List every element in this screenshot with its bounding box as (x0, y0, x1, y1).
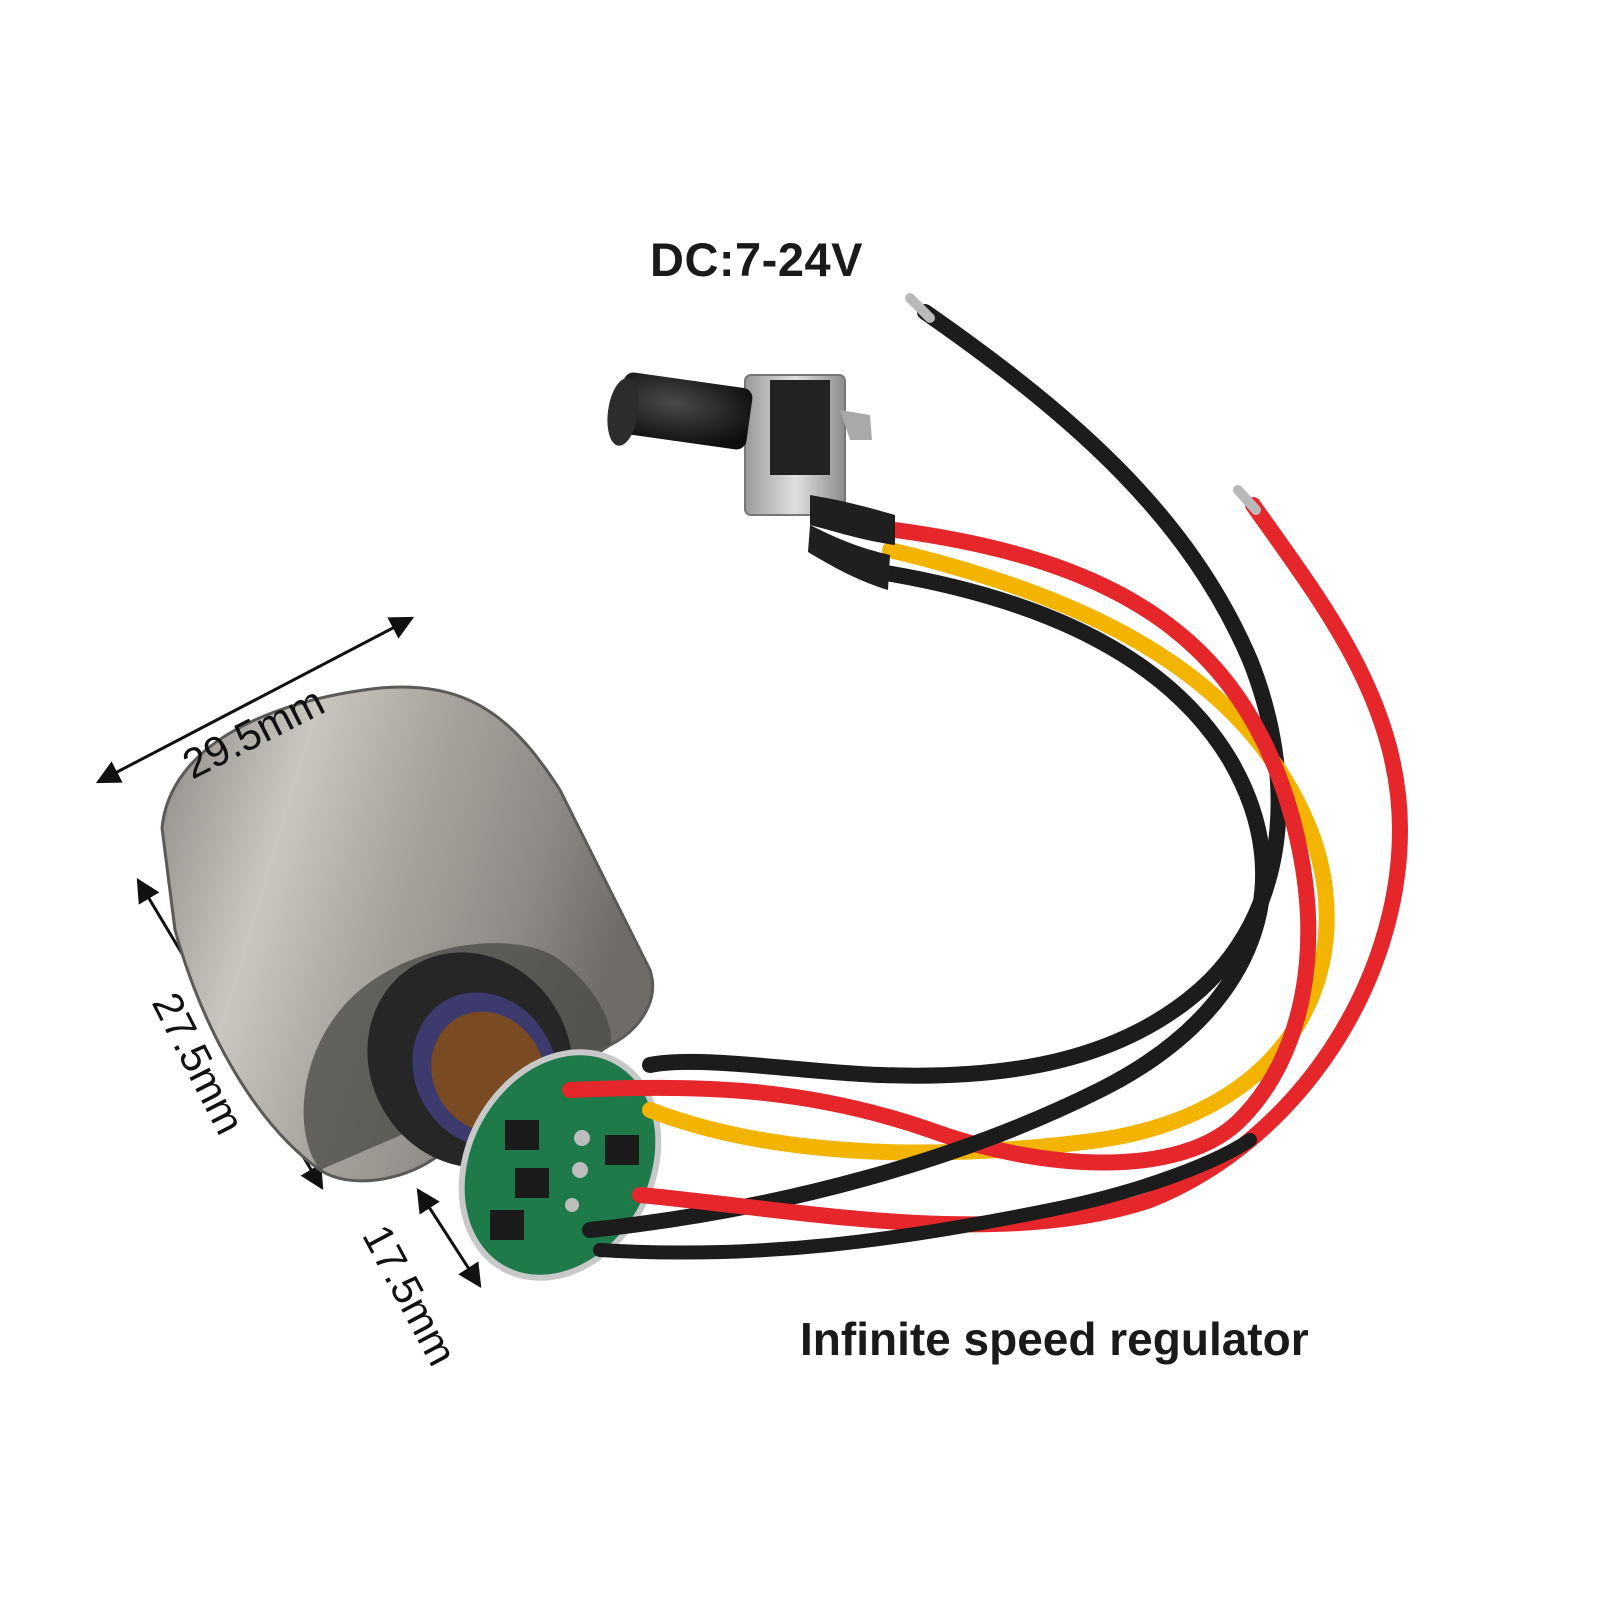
red-wire-right (632, 497, 1409, 1233)
wires (562, 293, 1409, 1260)
black-wire-bottom (593, 1133, 1257, 1260)
voltage-label: DC:7-24V (650, 233, 863, 286)
red-wire-pot (562, 522, 1317, 1171)
black-wire-top (642, 304, 1287, 1084)
depth-dimension-arrow (416, 1187, 482, 1289)
black-wire-tip (905, 293, 935, 323)
potentiometer (607, 372, 895, 590)
black-wire-pot (582, 564, 1272, 1238)
product-caption: Infinite speed regulator (800, 1313, 1309, 1365)
red-wire-tip (1233, 485, 1261, 515)
width-dimension-arrow (95, 616, 415, 784)
